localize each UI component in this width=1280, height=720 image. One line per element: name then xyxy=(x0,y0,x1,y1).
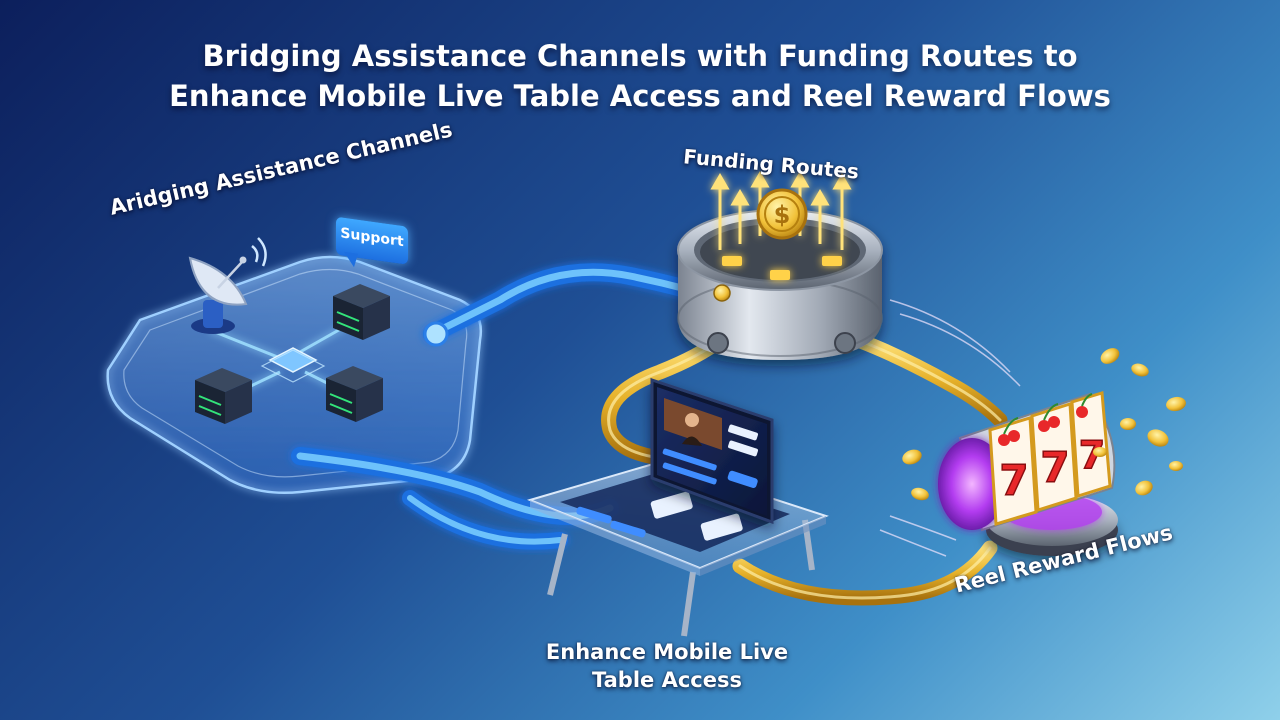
reward-coins xyxy=(902,348,1186,501)
tablet-icon xyxy=(650,377,774,525)
server-rack-icon xyxy=(333,284,390,340)
dollar-coin-icon: $ xyxy=(756,188,808,240)
reel-seven-1: 7 xyxy=(999,456,1028,505)
tablet-table xyxy=(526,460,829,637)
motion-sparkles xyxy=(879,299,1021,557)
server-rack-icon xyxy=(326,366,383,422)
server-rack-icon xyxy=(195,368,252,424)
satellite-dish-icon xyxy=(188,237,267,334)
gold-pipe-connection xyxy=(601,332,1008,606)
title-line-2: Enhance Mobile Live Table Access and Ree… xyxy=(169,79,1111,113)
title-line-1: Bridging Assistance Channels with Fundin… xyxy=(202,39,1078,73)
slot-machine-icon: 7 7 7 xyxy=(938,391,1118,556)
reel-seven-2: 7 xyxy=(1040,443,1069,492)
mobile-live-table-label: Enhance Mobile Live Table Access xyxy=(545,640,789,692)
coin-symbol: $ xyxy=(774,201,791,229)
chat-bubble-icon: Support xyxy=(336,216,412,278)
coin-slots xyxy=(722,256,842,280)
cherry-icon xyxy=(998,393,1093,446)
server-group xyxy=(195,284,390,424)
